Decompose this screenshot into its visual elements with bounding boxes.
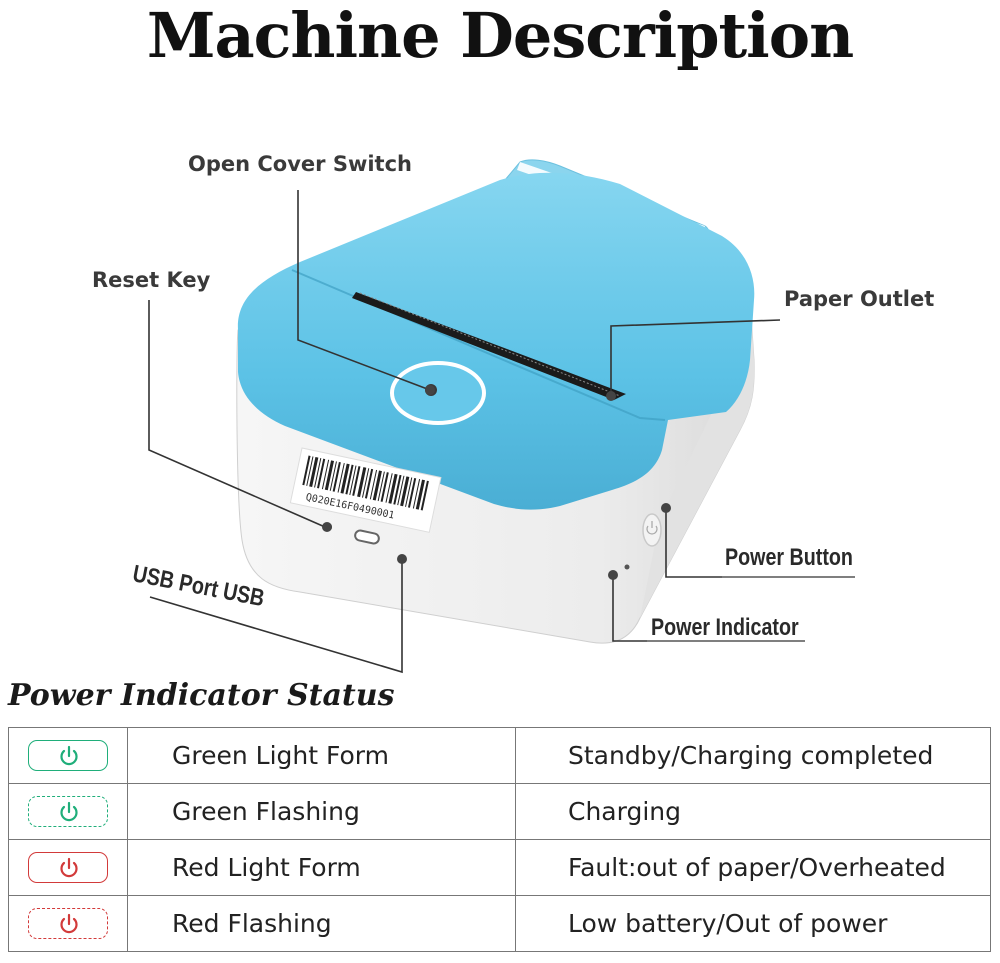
green-light-indicator: [28, 740, 108, 772]
green-flashing-indicator: [28, 796, 108, 828]
paper-outlet-label: Paper Outlet: [784, 287, 935, 311]
status-meaning: Charging: [515, 783, 991, 840]
printer-cover: [237, 172, 755, 510]
status-meaning: Low battery/Out of power: [515, 895, 991, 952]
open-cover-switch-label: Open Cover Switch: [188, 152, 412, 176]
table-row: Red Light Form Fault:out of paper/Overhe…: [8, 839, 991, 896]
power-icon: [60, 802, 78, 822]
table-row: Green Light Form Standby/Charging comple…: [8, 727, 991, 784]
barcode-label: Q020E16F0490001: [289, 447, 442, 533]
status-table: Green Light Form Standby/Charging comple…: [8, 727, 991, 952]
power-indicator-led: [624, 564, 630, 570]
power-button-label: Power Button: [725, 544, 853, 571]
page-title: Machine Description: [146, 0, 854, 72]
power-icon: [60, 746, 78, 766]
power-indicator-label: Power Indicator: [651, 614, 799, 641]
power-icon: [60, 914, 78, 934]
open-cover-switch: [390, 361, 486, 425]
table-row: Green Flashing Charging: [8, 783, 991, 840]
printer-diagram: Q020E16F0490001: [148, 159, 855, 674]
status-mode: Red Light Form: [127, 839, 516, 896]
power-button: [642, 513, 662, 547]
leader-dots: [322, 385, 671, 580]
status-section-title: Power Indicator Status: [8, 678, 395, 713]
red-flashing-indicator: [28, 908, 108, 940]
status-meaning: Standby/Charging completed: [515, 727, 991, 784]
leader-lines: [148, 190, 781, 674]
status-mode: Red Flashing: [127, 895, 516, 952]
power-icon: [60, 858, 78, 878]
table-row: Red Flashing Low battery/Out of power: [8, 895, 991, 952]
status-mode: Green Light Form: [127, 727, 516, 784]
status-meaning: Fault:out of paper/Overheated: [515, 839, 991, 896]
reset-key-label: Reset Key: [92, 268, 211, 292]
usb-port: [354, 529, 380, 545]
red-light-indicator: [28, 852, 108, 884]
status-mode: Green Flashing: [127, 783, 516, 840]
paper-slot: [352, 292, 626, 400]
